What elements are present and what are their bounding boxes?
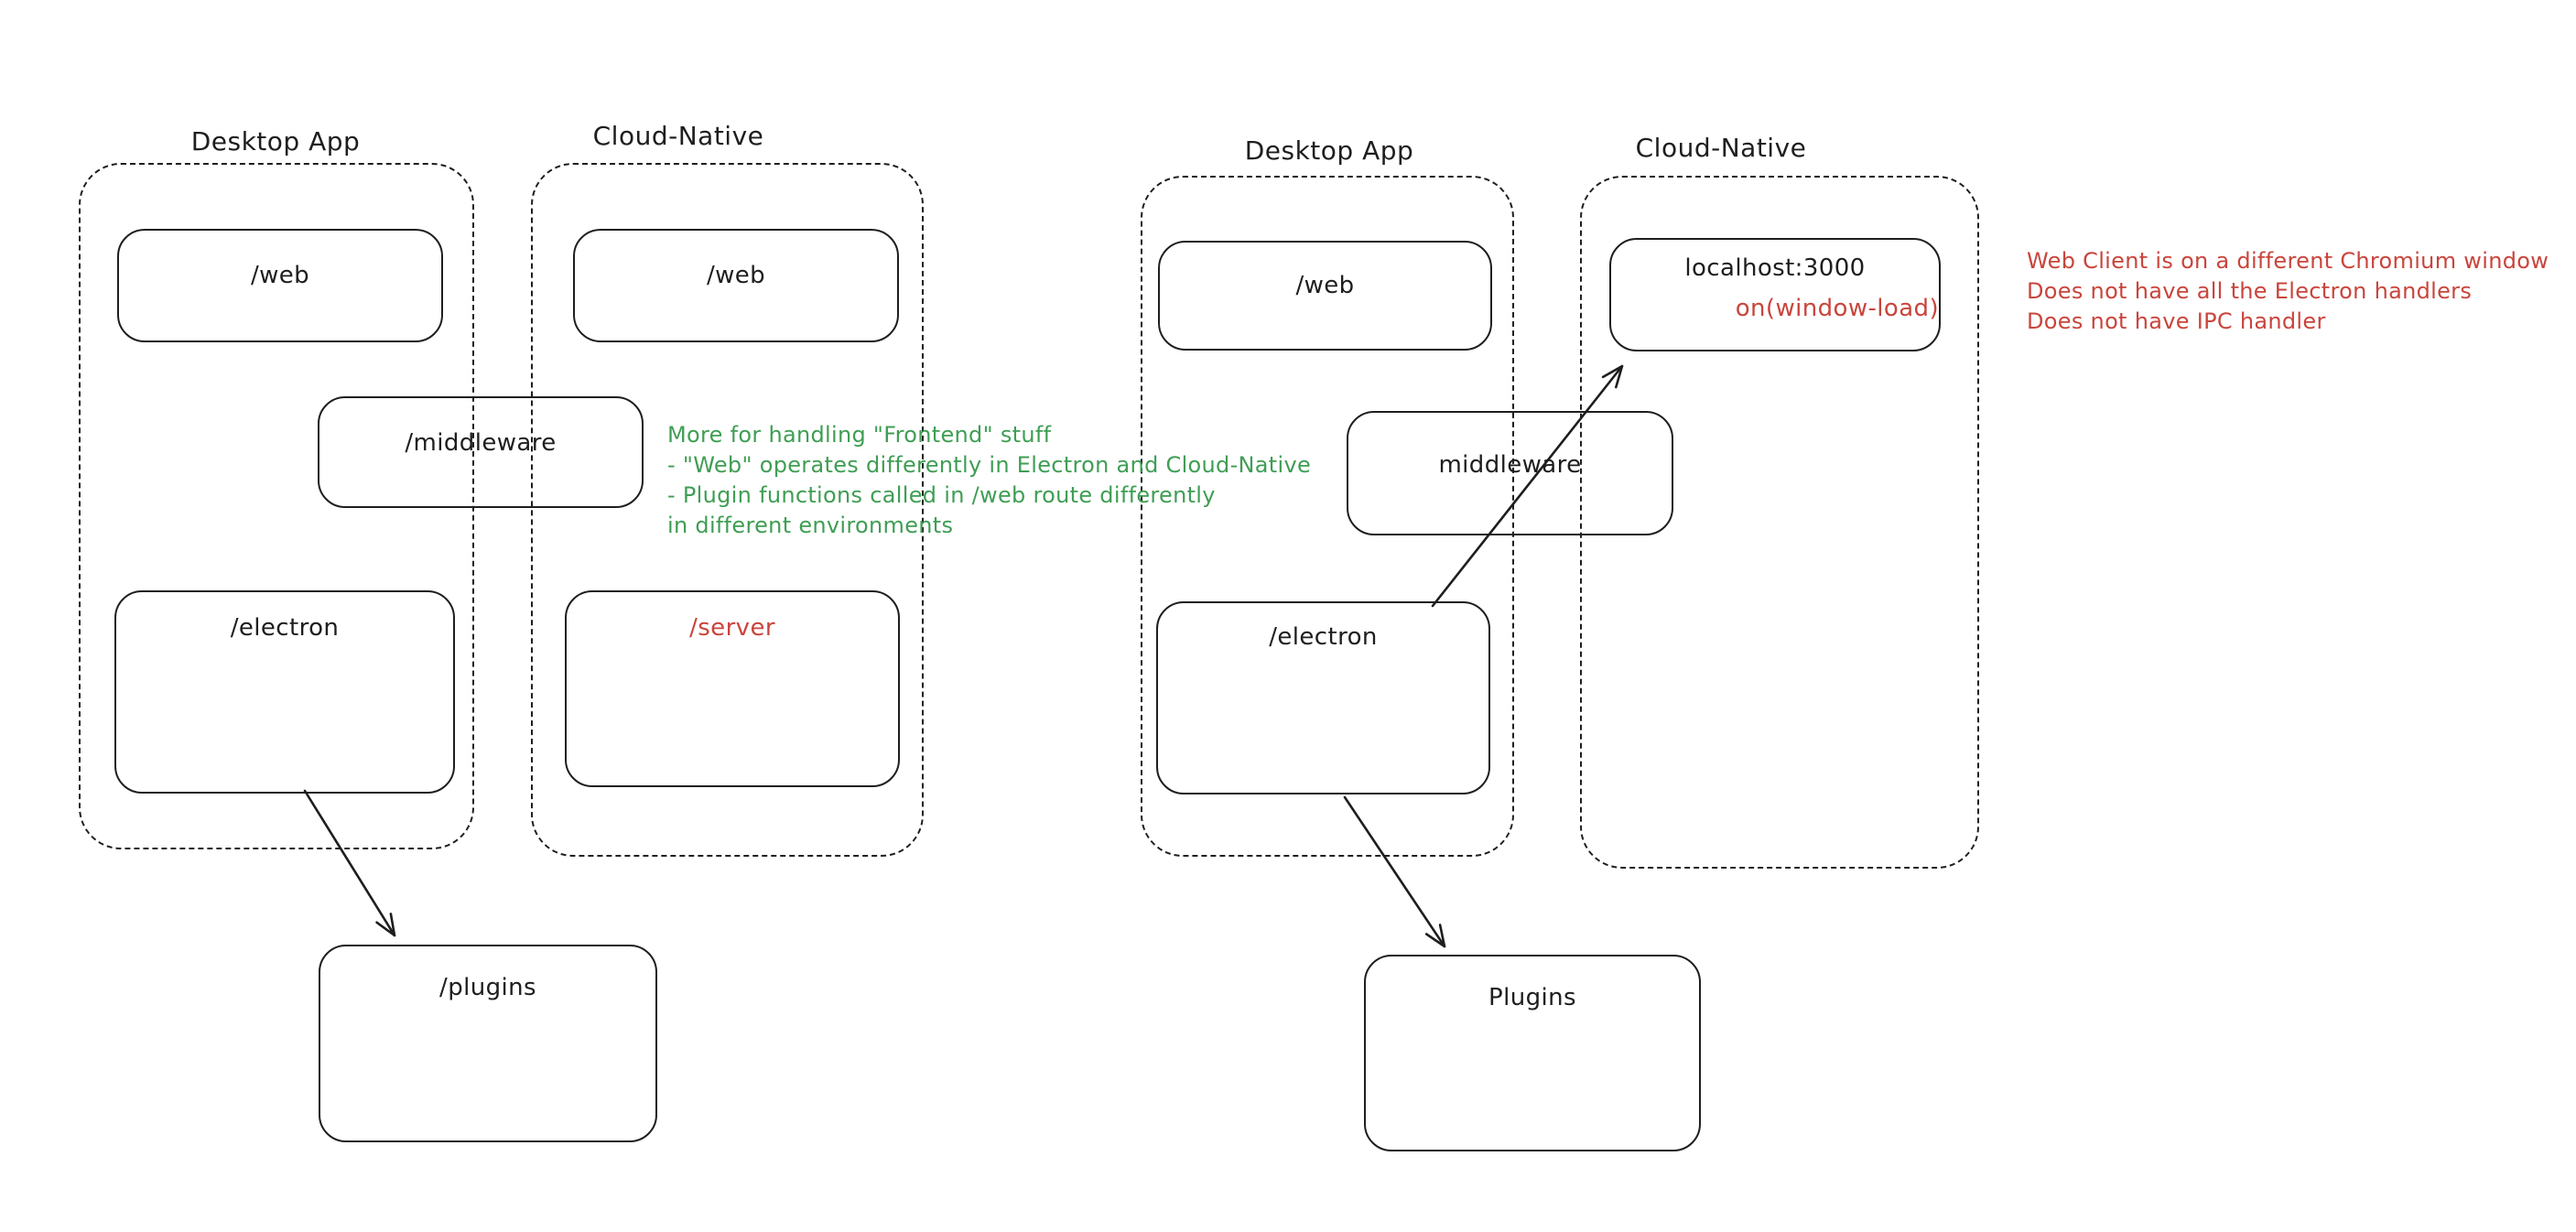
right-desktop-app-title: Desktop App [1244, 135, 1414, 166]
red-annotation-line-3: Does not have IPC handler [2027, 308, 2326, 334]
green-annotation-line-2: - "Web" operates differently in Electron… [667, 452, 1312, 478]
left-plugins-box-label: /plugins [439, 974, 536, 1001]
green-annotation-line-4: in different environments [667, 513, 954, 538]
right-middleware-box-label: middleware [1438, 451, 1582, 479]
left-web-box-desktop-label: /web [250, 262, 310, 289]
right-window-load-label: on(window-load) [1735, 295, 1939, 322]
red-annotation-line-1: Web Client is on a different Chromium wi… [2027, 248, 2549, 274]
left-middleware-box: /middleware [318, 396, 644, 508]
arrowhead-electron-to-plugins-left [375, 913, 396, 937]
left-server-box-label: /server [689, 614, 775, 642]
left-plugins-box: /plugins [319, 945, 657, 1142]
left-electron-box: /electron [114, 590, 455, 794]
arrowhead-electron-to-plugins-right [1424, 924, 1446, 948]
left-cloud-native-title: Cloud-Native [592, 121, 764, 151]
right-web-box-label: /web [1295, 272, 1355, 299]
right-plugins-box-label: Plugins [1488, 984, 1576, 1011]
right-electron-box-label: /electron [1269, 623, 1378, 651]
left-middleware-box-label: /middleware [405, 429, 557, 457]
left-cloud-native-container [531, 163, 924, 857]
red-annotation: Web Client is on a different Chromium wi… [2027, 246, 2549, 337]
right-plugins-box: Plugins [1364, 955, 1701, 1151]
right-localhost-box: localhost:3000 on(window-load) [1609, 238, 1941, 351]
green-annotation: More for handling "Frontend" stuff - "We… [667, 420, 1311, 541]
green-annotation-line-3: - Plugin functions called in /web route … [667, 482, 1216, 508]
right-localhost-box-label: localhost:3000 [1684, 254, 1866, 282]
left-web-box-cloud-label: /web [706, 262, 766, 289]
right-cloud-native-title: Cloud-Native [1635, 133, 1807, 163]
left-web-box-cloud: /web [573, 229, 899, 342]
red-annotation-line-2: Does not have all the Electron handlers [2027, 278, 2473, 304]
left-server-box: /server [565, 590, 900, 787]
right-electron-box: /electron [1156, 601, 1490, 794]
left-electron-box-label: /electron [230, 614, 340, 642]
left-desktop-app-title: Desktop App [190, 126, 361, 157]
green-annotation-line-1: More for handling "Frontend" stuff [667, 422, 1052, 448]
left-web-box-desktop: /web [117, 229, 443, 342]
right-middleware-box: middleware [1347, 411, 1673, 535]
right-web-box: /web [1158, 241, 1492, 351]
